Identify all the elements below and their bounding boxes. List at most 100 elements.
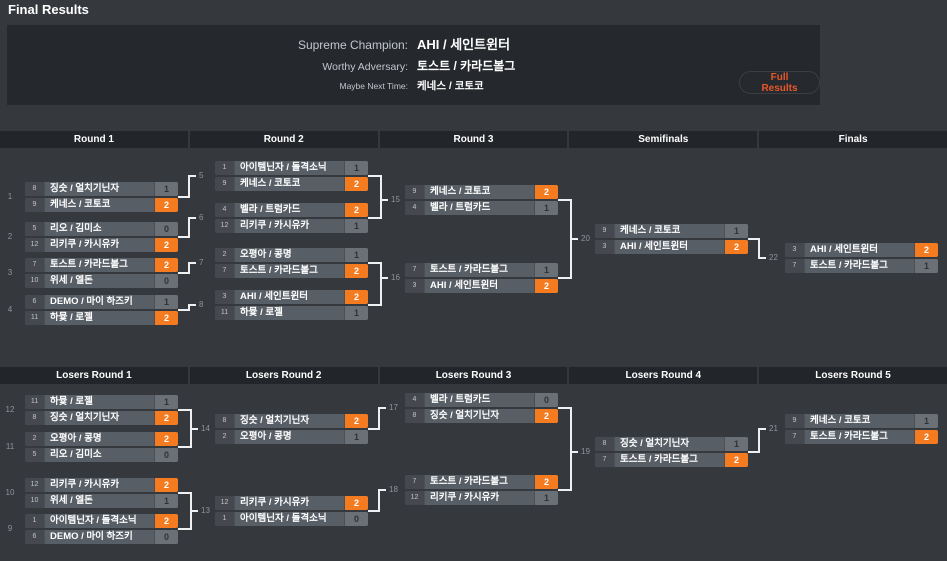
full-results-button[interactable]: Full Results bbox=[739, 71, 820, 94]
match-number-label: 17 bbox=[389, 403, 398, 412]
seed-badge: 7 bbox=[405, 263, 425, 277]
seed-badge: 6 bbox=[25, 295, 45, 309]
connector-line bbox=[192, 510, 198, 512]
seed-badge: 9 bbox=[595, 224, 615, 238]
participant-name: 오평아 / 콩명 bbox=[240, 249, 292, 260]
seed-badge: 7 bbox=[405, 475, 425, 489]
participant-name: 위세 / 엘돈 bbox=[50, 275, 93, 286]
score-badge: 1 bbox=[724, 224, 748, 238]
seed-badge: 4 bbox=[215, 203, 235, 217]
seed-badge: 10 bbox=[25, 494, 45, 508]
seed-badge: 12 bbox=[25, 238, 45, 252]
participant-name: 리키쿠 / 카시유카 bbox=[240, 497, 310, 508]
match-number-label: 20 bbox=[581, 234, 590, 243]
match-number-label: 21 bbox=[769, 424, 778, 433]
score-badge: 1 bbox=[534, 491, 558, 505]
participant-name: AHI / 세인트윈터 bbox=[240, 291, 308, 302]
round-header: Finals bbox=[759, 131, 947, 148]
seed-badge: 2 bbox=[25, 432, 45, 446]
adversary-label: Worthy Adversary: bbox=[322, 61, 408, 73]
match-number-label: 13 bbox=[201, 506, 210, 515]
participant-name: 토스트 / 카라드볼그 bbox=[430, 264, 508, 275]
connector-line bbox=[380, 407, 386, 409]
score-badge: 2 bbox=[724, 240, 748, 254]
participant-name: 케네스 / 코토코 bbox=[810, 415, 871, 426]
score-badge: 0 bbox=[534, 393, 558, 407]
score-badge: 1 bbox=[534, 263, 558, 277]
match-number-label: 12 bbox=[5, 405, 15, 414]
connector-line bbox=[368, 428, 378, 430]
seed-badge: 7 bbox=[215, 264, 235, 278]
connector-line bbox=[558, 199, 570, 201]
connector-line bbox=[380, 262, 382, 306]
seed-badge: 9 bbox=[405, 185, 425, 199]
seed-badge: 9 bbox=[785, 414, 805, 428]
connector-line bbox=[570, 199, 572, 279]
connector-line bbox=[378, 407, 380, 430]
score-badge: 1 bbox=[344, 430, 368, 444]
participant-row[interactable]: 7 토스트 / 카라드볼그 1 bbox=[405, 263, 558, 277]
score-badge: 2 bbox=[344, 264, 368, 278]
seed-badge: 7 bbox=[785, 259, 805, 273]
seed-badge: 9 bbox=[25, 198, 45, 212]
score-badge: 1 bbox=[344, 219, 368, 233]
connector-line bbox=[368, 304, 380, 306]
participant-name: 징슷 / 얼치기닌자 bbox=[430, 410, 500, 421]
round-header: Losers Round 2 bbox=[189, 367, 378, 384]
round-header: Losers Round 5 bbox=[759, 367, 947, 384]
